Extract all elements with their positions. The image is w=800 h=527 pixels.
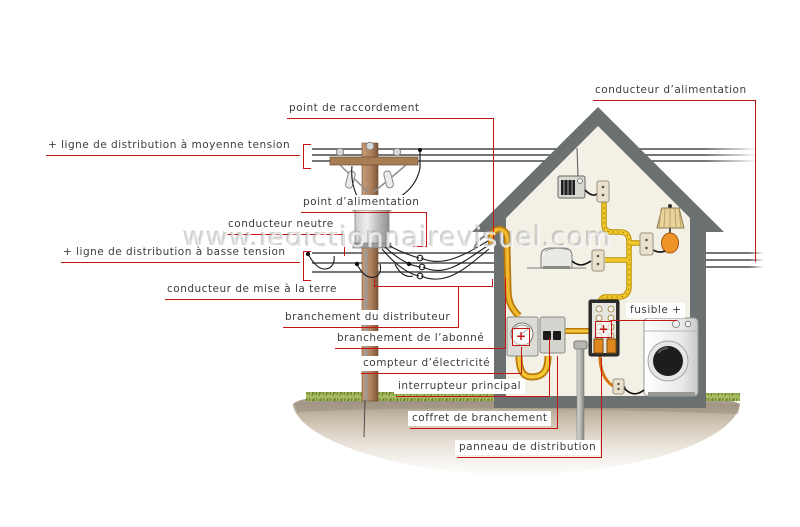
outlet bbox=[591, 249, 605, 272]
label-point-alimentation[interactable]: point d’alimentation bbox=[299, 195, 424, 210]
low-voltage-lines-left bbox=[312, 252, 500, 273]
label-branchement-abonne[interactable]: branchement de l’abonné bbox=[333, 331, 489, 346]
label-ligne-moyenne-tension[interactable]: + ligne de distribution à moyenne tensio… bbox=[44, 138, 295, 153]
insulator bbox=[392, 147, 402, 157]
outlet bbox=[639, 232, 654, 256]
ground-earth bbox=[293, 397, 740, 475]
main-breaker-handle bbox=[543, 331, 551, 340]
label-panneau-distribution[interactable]: panneau de distribution bbox=[455, 440, 601, 455]
label-conducteur-mise-terre[interactable]: conducteur de mise à la terre bbox=[163, 282, 341, 297]
lamp-base bbox=[661, 232, 679, 254]
label-ligne-basse-tension[interactable]: + ligne de distribution à basse tension bbox=[59, 245, 290, 260]
label-interrupteur-principal[interactable]: interrupteur principal bbox=[394, 379, 526, 394]
meter-plus-hotspot[interactable]: + bbox=[512, 328, 530, 346]
grass-right bbox=[703, 393, 740, 401]
leader-lines bbox=[46, 100, 756, 458]
toaster-cord bbox=[571, 260, 592, 266]
washer-cord bbox=[624, 388, 645, 395]
entrance-conduit bbox=[489, 227, 521, 318]
insulator bbox=[335, 147, 345, 157]
ground-rod-wire bbox=[363, 399, 366, 438]
service-entrance bbox=[472, 225, 522, 319]
hanging-insulator bbox=[383, 170, 394, 189]
main-breaker-handle bbox=[553, 331, 561, 340]
crossarm bbox=[329, 156, 419, 166]
antenna bbox=[576, 147, 579, 177]
radio bbox=[557, 147, 599, 199]
insulator bbox=[365, 141, 375, 151]
hanging-insulator bbox=[345, 170, 356, 189]
label-point-de-raccordement[interactable]: point de raccordement bbox=[285, 101, 424, 116]
outlet bbox=[596, 180, 610, 203]
cartridge-fuse bbox=[606, 338, 617, 354]
low-voltage-lines-right bbox=[706, 252, 764, 268]
outlets bbox=[591, 180, 654, 395]
main-switch-box bbox=[539, 316, 566, 354]
transformer bbox=[352, 204, 392, 249]
label-conducteur-neutre[interactable]: conducteur neutre bbox=[224, 217, 338, 232]
label-fusible[interactable]: fusible + bbox=[626, 303, 686, 318]
label-coffret-branchement[interactable]: coffret de branchement bbox=[408, 411, 552, 426]
outlet bbox=[612, 378, 625, 395]
label-conducteur-alimentation[interactable]: conducteur d’alimentation bbox=[591, 83, 751, 98]
fuse-plus-hotspot[interactable]: + bbox=[595, 321, 612, 338]
washing-machine bbox=[620, 317, 699, 397]
interior-wiring bbox=[597, 197, 640, 305]
label-compteur-electricite[interactable]: compteur d’électricité bbox=[359, 356, 495, 371]
cartridge-fuse bbox=[593, 338, 604, 354]
toaster bbox=[527, 247, 592, 269]
service-drop-wires bbox=[305, 240, 490, 280]
table-lamp bbox=[648, 204, 685, 254]
label-branchement-distributeur[interactable]: branchement du distributeur bbox=[281, 310, 455, 325]
power-lines bbox=[312, 148, 764, 273]
service-conduits bbox=[515, 328, 614, 388]
